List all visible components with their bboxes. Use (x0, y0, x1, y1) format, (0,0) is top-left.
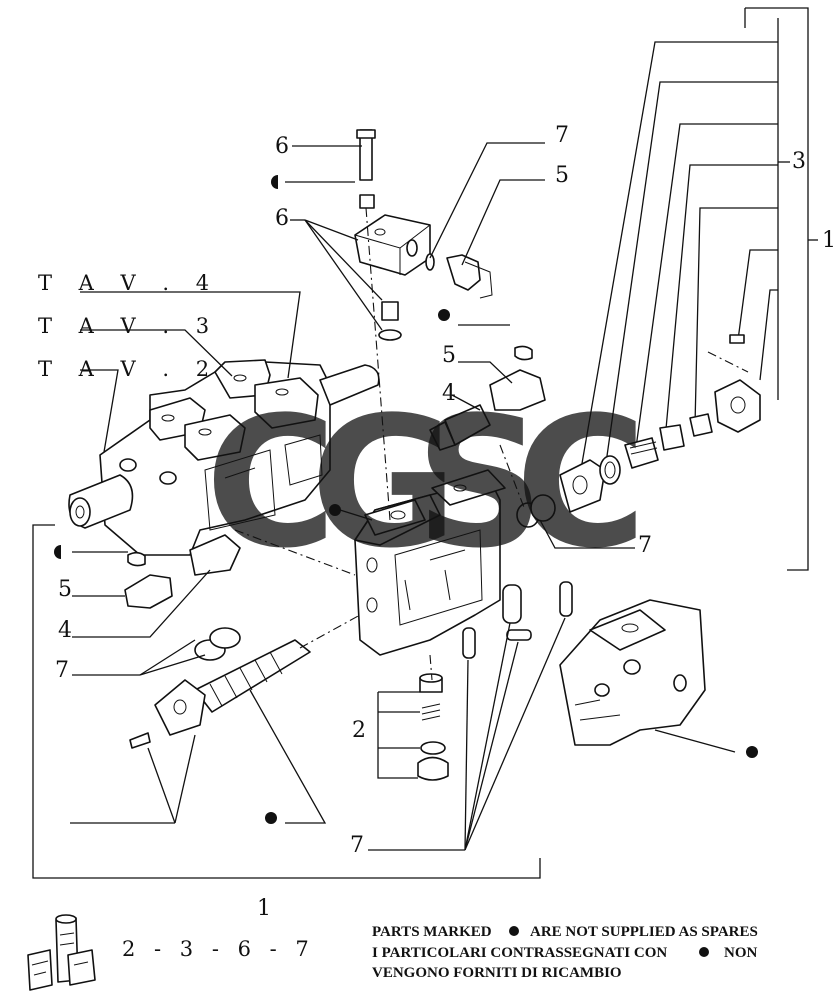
callout-4-left: 4 (58, 618, 72, 643)
kit-icon (27, 914, 96, 991)
note-dot-marker (509, 926, 519, 936)
callout-3: 3 (792, 149, 806, 174)
seal-rings-bottom (462, 581, 573, 659)
spool-cap-kit-right (516, 334, 761, 528)
callout-1-bottom: 1 (257, 896, 271, 921)
callout-5-left: 5 (58, 577, 72, 602)
watermark-letter-3: S (415, 379, 545, 588)
callout-1-right: 1 (822, 228, 836, 253)
fitting-assembly-mid (124, 345, 546, 609)
dot-marker (746, 746, 758, 758)
callout-7-left: 7 (55, 658, 69, 683)
bracket-ref-3 (579, 18, 790, 476)
tav-4-label: T A V . 4 (38, 271, 219, 295)
not-supplied-markers (54, 175, 758, 824)
top-flange-assembly (354, 129, 493, 341)
spool-left (129, 627, 311, 749)
dot-marker (329, 504, 341, 516)
half-dot-marker (271, 175, 278, 189)
leader-lines (70, 142, 635, 851)
note-it-line2: VENGONO FORNITI DI RICAMBIO (372, 965, 622, 981)
bracket-ref-1-right (744, 7, 818, 571)
callout-7-top: 7 (555, 123, 569, 148)
callout-4-mid: 4 (442, 381, 456, 406)
kit-code: 2 - 3 - 6 - 7 (122, 937, 315, 961)
watermark-letter-2: G (310, 379, 458, 588)
bracket-ref-1-bottom (32, 524, 541, 879)
tav-2-label: T A V . 2 (38, 357, 219, 381)
watermark-letter-4: C (515, 379, 647, 588)
callout-2: 2 (352, 718, 366, 743)
callout-7-bottom: 7 (350, 833, 364, 858)
valve-section-center (354, 469, 506, 656)
center-lines (234, 207, 526, 681)
half-dot-marker (54, 545, 61, 559)
watermark-cgsc: C G S C (205, 379, 647, 588)
dot-marker (265, 812, 277, 824)
callout-6-mid: 6 (275, 206, 289, 231)
tav-references: T A V . 4 T A V . 3 T A V . 2 (38, 271, 219, 381)
callout-5-mid: 5 (442, 343, 456, 368)
callout-6-top: 6 (275, 134, 289, 159)
callout-7-right: 7 (638, 533, 652, 558)
plug-spring-kit-ref-2 (417, 673, 449, 781)
note-en-suffix: ARE NOT SUPPLIED AS SPARES (530, 924, 758, 940)
note-en-prefix: PARTS MARKED (372, 924, 492, 940)
valve-block-left (68, 359, 380, 556)
note-it-line1-prefix: I PARTICOLARI CONTRASSEGNATI CON (372, 945, 667, 961)
note-dot-marker (699, 947, 709, 957)
spares-notes: PARTS MARKED ARE NOT SUPPLIED AS SPARES … (372, 924, 758, 981)
watermark-letter-1: C (205, 379, 337, 588)
tav-3-label: T A V . 3 (38, 314, 219, 338)
end-cover-right (559, 599, 736, 753)
note-it-line1-suffix: NON (724, 945, 758, 961)
callout-5-top: 5 (555, 163, 569, 188)
callout-numbers: 1 1 2 3 4 4 5 5 5 6 6 7 7 7 7 (55, 123, 836, 921)
dot-marker (438, 309, 450, 321)
